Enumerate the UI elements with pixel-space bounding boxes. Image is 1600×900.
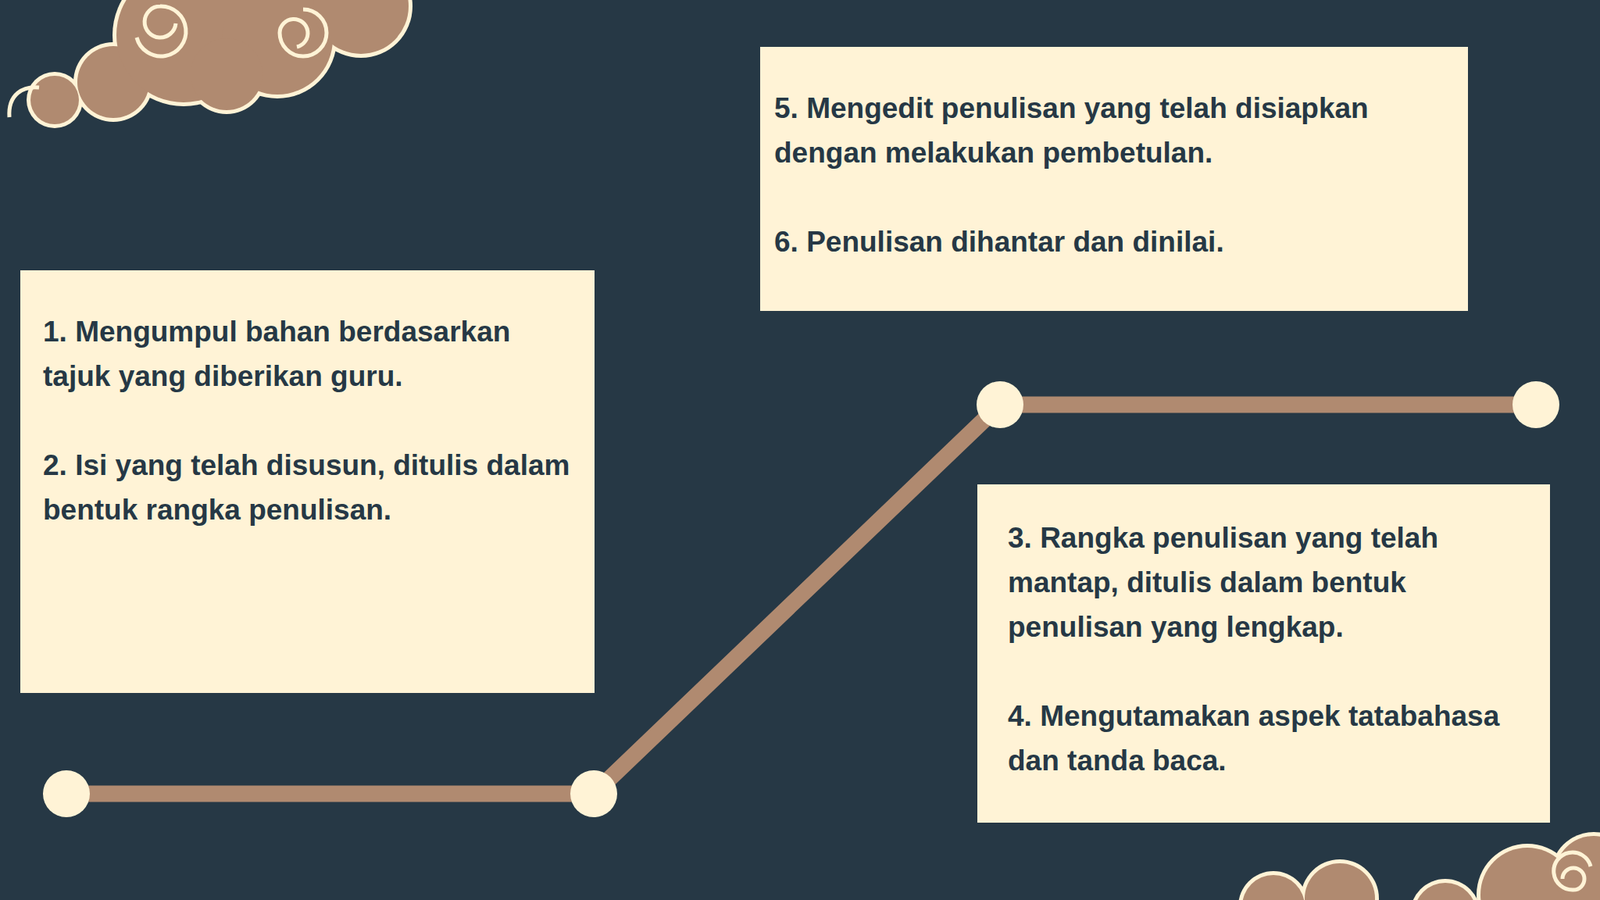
cloud <box>9 0 413 129</box>
step-text: 3. Rangka penulisan yang telah mantap, d… <box>1007 515 1535 650</box>
step-box: 3. Rangka penulisan yang telah mantap, d… <box>977 484 1550 823</box>
step-text: 1. Mengumpul bahan berdasarkan tajuk yan… <box>42 309 579 399</box>
step-box: 1. Mengumpul bahan berdasarkan tajuk yan… <box>20 270 595 693</box>
step-box: 5. Mengedit penulisan yang telah disiapk… <box>760 46 1468 311</box>
step-text: 4. Mengutamakan aspek tatabahasa dan tan… <box>1007 693 1535 783</box>
step-text: 2. Isi yang telah disusun, ditulis dalam… <box>42 442 579 533</box>
step-text: 6. Penulisan dihantar dan dinilai. <box>774 219 1453 265</box>
cloud <box>1238 832 1600 900</box>
step-text: 5. Mengedit penulisan yang telah disiapk… <box>774 85 1453 175</box>
